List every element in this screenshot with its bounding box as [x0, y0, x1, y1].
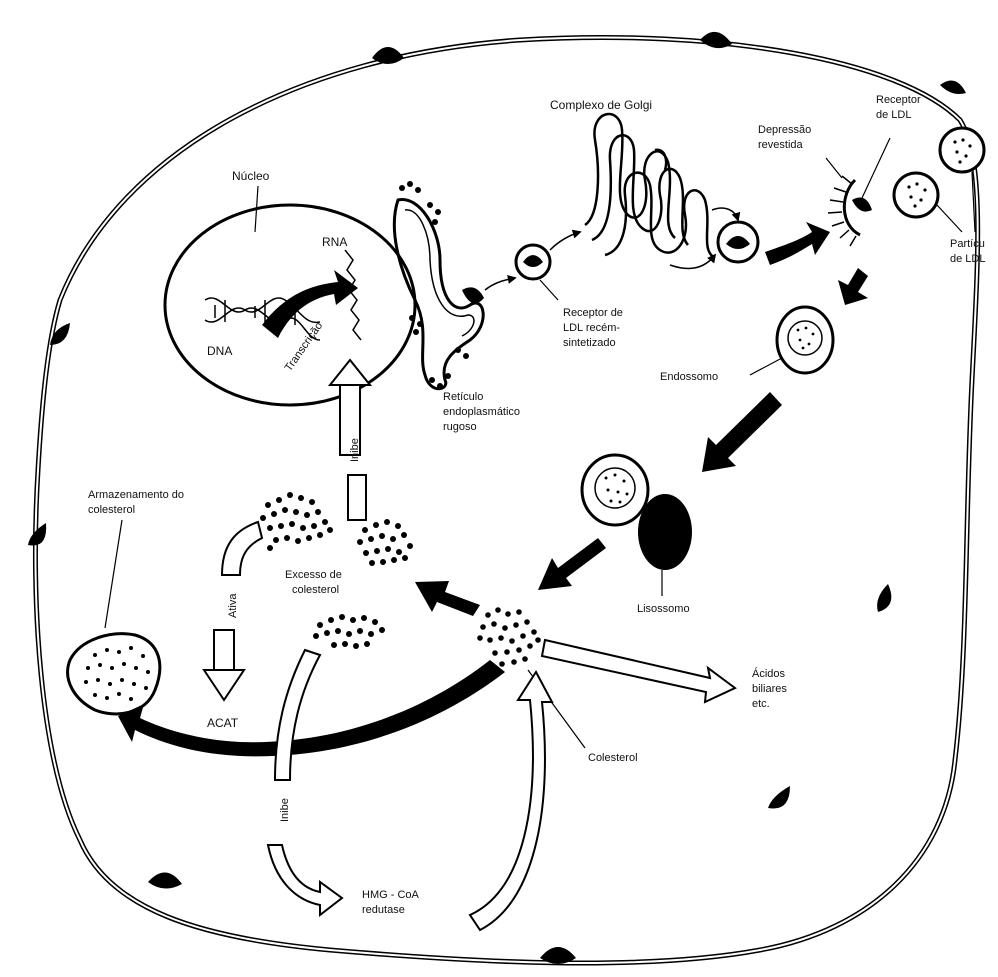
golgi-receptor-vesicle [718, 222, 758, 262]
new-receptor-label-line2: LDL recém- [563, 322, 620, 334]
endosome [750, 307, 833, 375]
er-label-line2: endoplasmático [443, 406, 520, 418]
excess-label-line1: Excesso de [285, 569, 342, 581]
ldl-receptor [852, 198, 872, 212]
dna-label: DNA [207, 344, 232, 358]
golgi-top-arrow [712, 208, 738, 220]
cholesterol-to-excess-arrow [415, 581, 480, 616]
bile-label-line3: etc. [752, 698, 770, 710]
lysosome [638, 494, 692, 570]
cholesterol-cluster [477, 607, 541, 667]
bile-label-line2: biliares [752, 683, 787, 695]
endosome-to-lysosome-arrow [702, 392, 782, 472]
ldl-particles-label-line2: de LDL [950, 253, 985, 265]
vesicle-to-golgi-arrow [550, 232, 580, 250]
golgi-complex [585, 114, 715, 258]
rna-label: RNA [322, 235, 347, 249]
er-label-line3: rugoso [443, 421, 477, 433]
activates-label: Ativa [227, 593, 239, 618]
hmg-label-line2: redutase [362, 904, 405, 916]
inhibits-bottom-label: Inibe [279, 798, 291, 822]
endosome-label: Endossomo [660, 371, 718, 383]
new-ldl-receptor-vesicle [516, 245, 558, 300]
rough-endoplasmic-reticulum [394, 181, 484, 389]
pit-to-endosome-arrow [838, 268, 868, 305]
inhibits-top-label: Inibe [349, 438, 361, 462]
ldl-receptor-label-line1: Receptor [876, 94, 921, 106]
golgi-exit-arrow [670, 255, 715, 268]
excess-label-line2: colesterol [292, 584, 339, 596]
bile-label-line1: Ácidos [752, 667, 786, 680]
vesicle-to-membrane-arrow [765, 222, 830, 265]
storage-label-line1: Armazenamento do [88, 489, 184, 501]
lysosome-fusion [582, 455, 692, 596]
cholesterol-label: Colesterol [588, 752, 638, 764]
inhibits-hmg-arrow [268, 650, 342, 915]
hmg-label-line1: HMG - CoA [362, 889, 420, 901]
cholesterol-storage-droplet [68, 520, 160, 714]
er-to-vesicle-arrow [485, 278, 515, 290]
storage-label-line2: colesterol [88, 504, 135, 516]
coated-pit-label-line1: Depressão [758, 124, 811, 136]
er-label-line1: Retículo [443, 391, 483, 403]
er-new-receptor [462, 287, 484, 303]
ldl-particles [894, 128, 984, 232]
new-receptor-label-line3: sintetizado [563, 337, 616, 349]
golgi-label: Complexo de Golgi [550, 98, 652, 112]
lysosome-to-cholesterol-arrow [538, 538, 606, 590]
acat-label: ACAT [207, 716, 239, 730]
nucleus: Núcleo DNA Transcrição RNA [165, 169, 415, 405]
ldl-particles-label-line1: Partícu [950, 238, 985, 250]
coated-pit-label-line2: revestida [758, 139, 804, 151]
new-receptor-label-line1: Receptor de [563, 307, 623, 319]
ldl-receptor-label-line2: de LDL [876, 109, 911, 121]
bile-acids-arrow [542, 640, 735, 702]
nucleus-label: Núcleo [232, 169, 270, 183]
lysosome-label: Lisossomo [637, 603, 690, 615]
coated-pit [826, 138, 890, 246]
hmg-to-cholesterol-arrow [470, 672, 552, 930]
